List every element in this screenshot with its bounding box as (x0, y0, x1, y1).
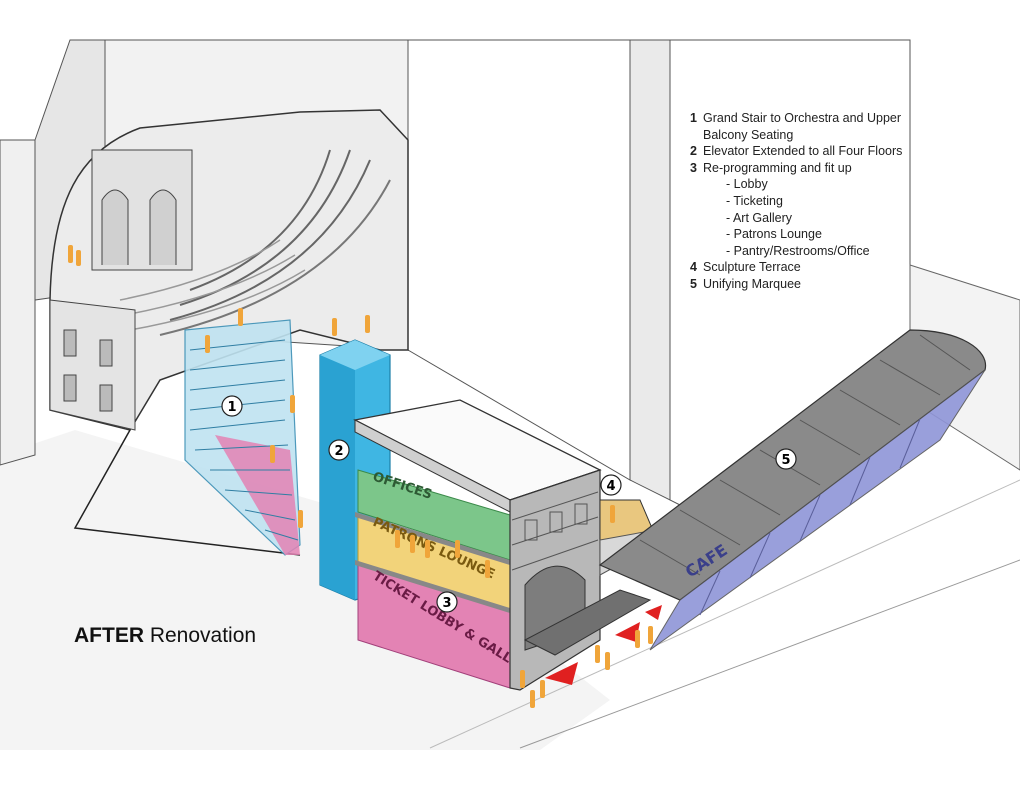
glazing-mullions (699, 418, 921, 616)
marker-5: 5 (775, 448, 797, 470)
marquee-glazing (649, 369, 986, 651)
floor-slab-1 (355, 512, 510, 565)
elevator-front (320, 355, 355, 600)
orchestra-rows-2 (124, 254, 296, 316)
diagram-caption: AFTER Renovation (74, 624, 256, 648)
curb-line (519, 559, 1020, 749)
entry-canopy (523, 589, 652, 656)
entry-arrow (645, 605, 662, 620)
facade-window (99, 384, 113, 412)
caption-rest: Renovation (144, 624, 257, 647)
legend-item-4: 4 Sculpture Terrace (690, 259, 920, 276)
legend-item-1-continued: Balcony Seating (703, 127, 794, 142)
tall-tower-right (629, 39, 671, 501)
left-building (0, 139, 36, 466)
curb-line-2 (429, 479, 1020, 749)
marker-2-label: 2 (334, 444, 343, 459)
facade-window (63, 374, 77, 402)
marker-5-label: 5 (781, 453, 790, 468)
balcony-tier-1 (189, 149, 331, 291)
marker-1-label: 1 (227, 400, 236, 415)
entry-arrow (615, 622, 640, 642)
legend-item-5: 5 Unifying Marquee (690, 276, 920, 293)
legend-num: 1 (690, 111, 697, 125)
marker-3: 3 (436, 591, 458, 613)
people-figures (68, 245, 653, 708)
balcony-tier-4 (159, 179, 391, 336)
entry-arrow (545, 662, 578, 685)
legend-text: Re-programming and fit up (703, 160, 852, 175)
legend-item-2: 2 Elevator Extended to all Four Floors (690, 143, 920, 160)
theater-side-facade (49, 299, 136, 431)
legend-num: 5 (690, 276, 697, 291)
facade-window (63, 329, 77, 357)
legend-subitem: - Patrons Lounge (726, 227, 822, 242)
proscenium-arch-1 (101, 189, 129, 265)
legend-subitem: - Ticketing (726, 193, 783, 208)
caption-bold: AFTER (74, 624, 144, 647)
stair-pink-accent (215, 435, 300, 555)
legend-item-3: 3 Re-programming and fit up (690, 160, 920, 177)
marker-3-label: 3 (442, 596, 451, 611)
legend-text: Unifying Marquee (703, 276, 801, 291)
orchestra-rows-3 (129, 269, 306, 331)
legend-text: Sculpture Terrace (703, 260, 801, 275)
marker-2: 2 (328, 439, 350, 461)
legend: 1 Grand Stair to Orchestra and Upper Bal… (690, 110, 920, 293)
legend-text: Elevator Extended to all Four Floors (703, 144, 903, 159)
legend-num: 2 (690, 144, 697, 159)
site-outline (73, 429, 301, 556)
proscenium-arch-2 (149, 189, 177, 265)
legend-num: 3 (690, 160, 697, 175)
legend-subitem: - Lobby (726, 177, 768, 192)
elevator-top (320, 340, 390, 370)
balcony-tier-3 (169, 159, 371, 321)
facade-window (99, 339, 113, 367)
marker-4-label: 4 (606, 479, 615, 494)
legend-text: Grand Stair to Orchestra and Upper (703, 111, 902, 125)
legend-num: 4 (690, 260, 697, 275)
facade-details (511, 491, 599, 571)
orchestra-rows-1 (119, 239, 281, 301)
floor-slab-2 (355, 560, 510, 613)
marker-4: 4 (600, 474, 622, 496)
legend-subitem: - Art Gallery (726, 210, 792, 225)
legend-item-1: 1 Grand Stair to Orchestra and Upper (690, 110, 920, 127)
marker-1: 1 (221, 395, 243, 417)
legend-subitem: - Pantry/Restrooms/Office (726, 243, 870, 258)
